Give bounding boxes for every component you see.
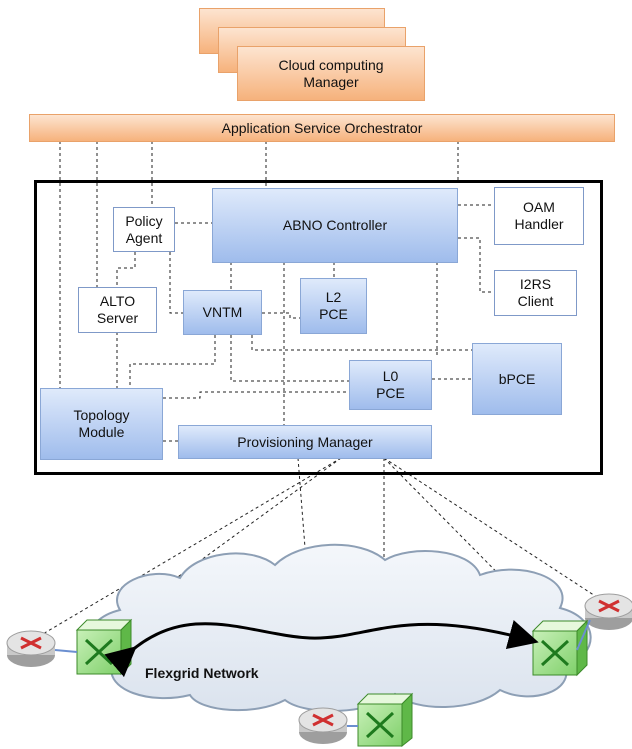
oam-handler: OAM Handler: [494, 187, 584, 245]
l0-pce: L0 PCE: [349, 360, 432, 410]
l0-pce-label: L0 PCE: [376, 368, 405, 401]
alto-server: ALTO Server: [78, 287, 157, 333]
provisioning-manager: Provisioning Manager: [178, 425, 432, 459]
application-service-orchestrator: Application Service Orchestrator: [29, 114, 615, 142]
l2-pce: L2 PCE: [300, 278, 367, 334]
oam-handler-label: OAM Handler: [514, 199, 564, 232]
abno-frame: [34, 180, 603, 475]
topology-module-label: Topology Module: [73, 407, 130, 440]
cloud-manager: Cloud computing Manager: [237, 46, 425, 101]
l2-pce-label: L2 PCE: [319, 289, 348, 322]
topology-module: Topology Module: [40, 388, 163, 460]
vntm-label: VNTM: [202, 304, 243, 321]
vntm: VNTM: [183, 290, 262, 335]
bpce: bPCE: [472, 343, 562, 415]
cloud-manager-label: Cloud computing Manager: [278, 56, 384, 90]
abno-controller-label: ABNO Controller: [282, 217, 388, 234]
provisioning-manager-label: Provisioning Manager: [237, 433, 373, 450]
i2rs-client: I2RS Client: [494, 270, 577, 316]
orchestrator-label: Application Service Orchestrator: [221, 119, 423, 136]
policy-agent-label: Policy Agent: [125, 212, 163, 246]
flexgrid-network-label: Flexgrid Network: [145, 665, 259, 681]
policy-agent: Policy Agent: [113, 207, 175, 252]
alto-server-label: ALTO Server: [96, 293, 139, 326]
bpce-label: bPCE: [498, 370, 536, 387]
abno-controller: ABNO Controller: [212, 188, 458, 263]
i2rs-client-label: I2RS Client: [517, 276, 554, 309]
